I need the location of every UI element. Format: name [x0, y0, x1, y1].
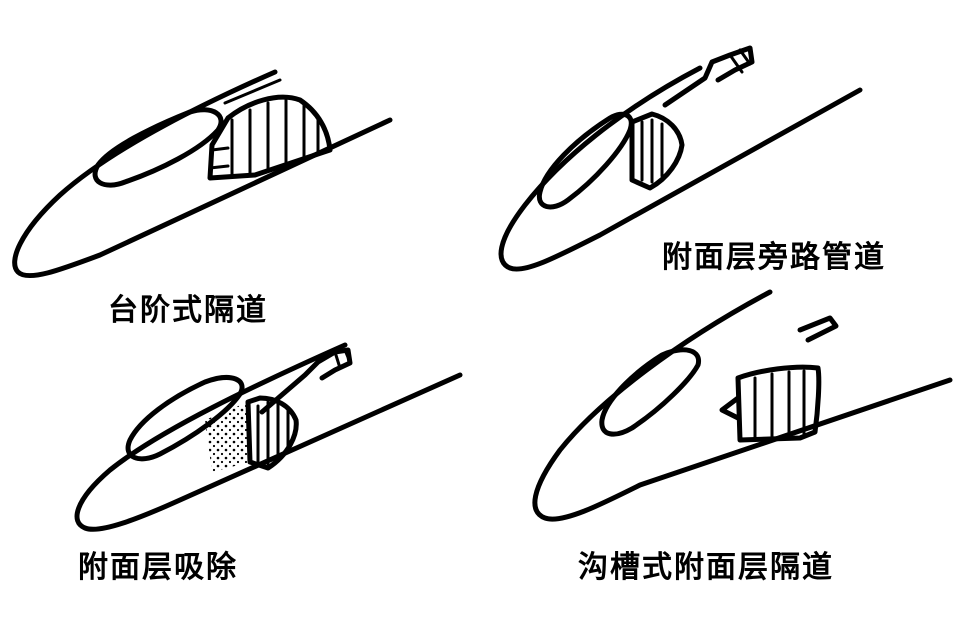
inlet-hatching — [232, 100, 318, 176]
caption-bypass-duct: 附面层旁路管道 — [662, 232, 886, 276]
suction-porous-area — [205, 402, 250, 472]
canopy-spine — [800, 318, 836, 340]
canopy-outline — [602, 350, 699, 434]
inlet-hatching — [755, 371, 804, 438]
panel-groove-diverter — [535, 292, 950, 519]
groove-wedge — [722, 398, 738, 418]
fuselage-outline — [535, 292, 950, 519]
caption-step-diverter: 台阶式隔道 — [108, 285, 268, 329]
canopy-outline — [95, 110, 221, 185]
panel-suction — [77, 345, 460, 529]
caption-suction: 附面层吸除 — [78, 542, 238, 586]
caption-groove-diverter: 沟槽式附面层隔道 — [578, 542, 834, 586]
fuselage-outline — [15, 72, 390, 276]
inlet-outline — [632, 114, 682, 188]
bypass-duct-pipe — [665, 48, 752, 105]
inlet-hatching — [642, 120, 662, 182]
canopy-outline — [539, 114, 631, 207]
panel-step-diverter — [15, 72, 390, 276]
